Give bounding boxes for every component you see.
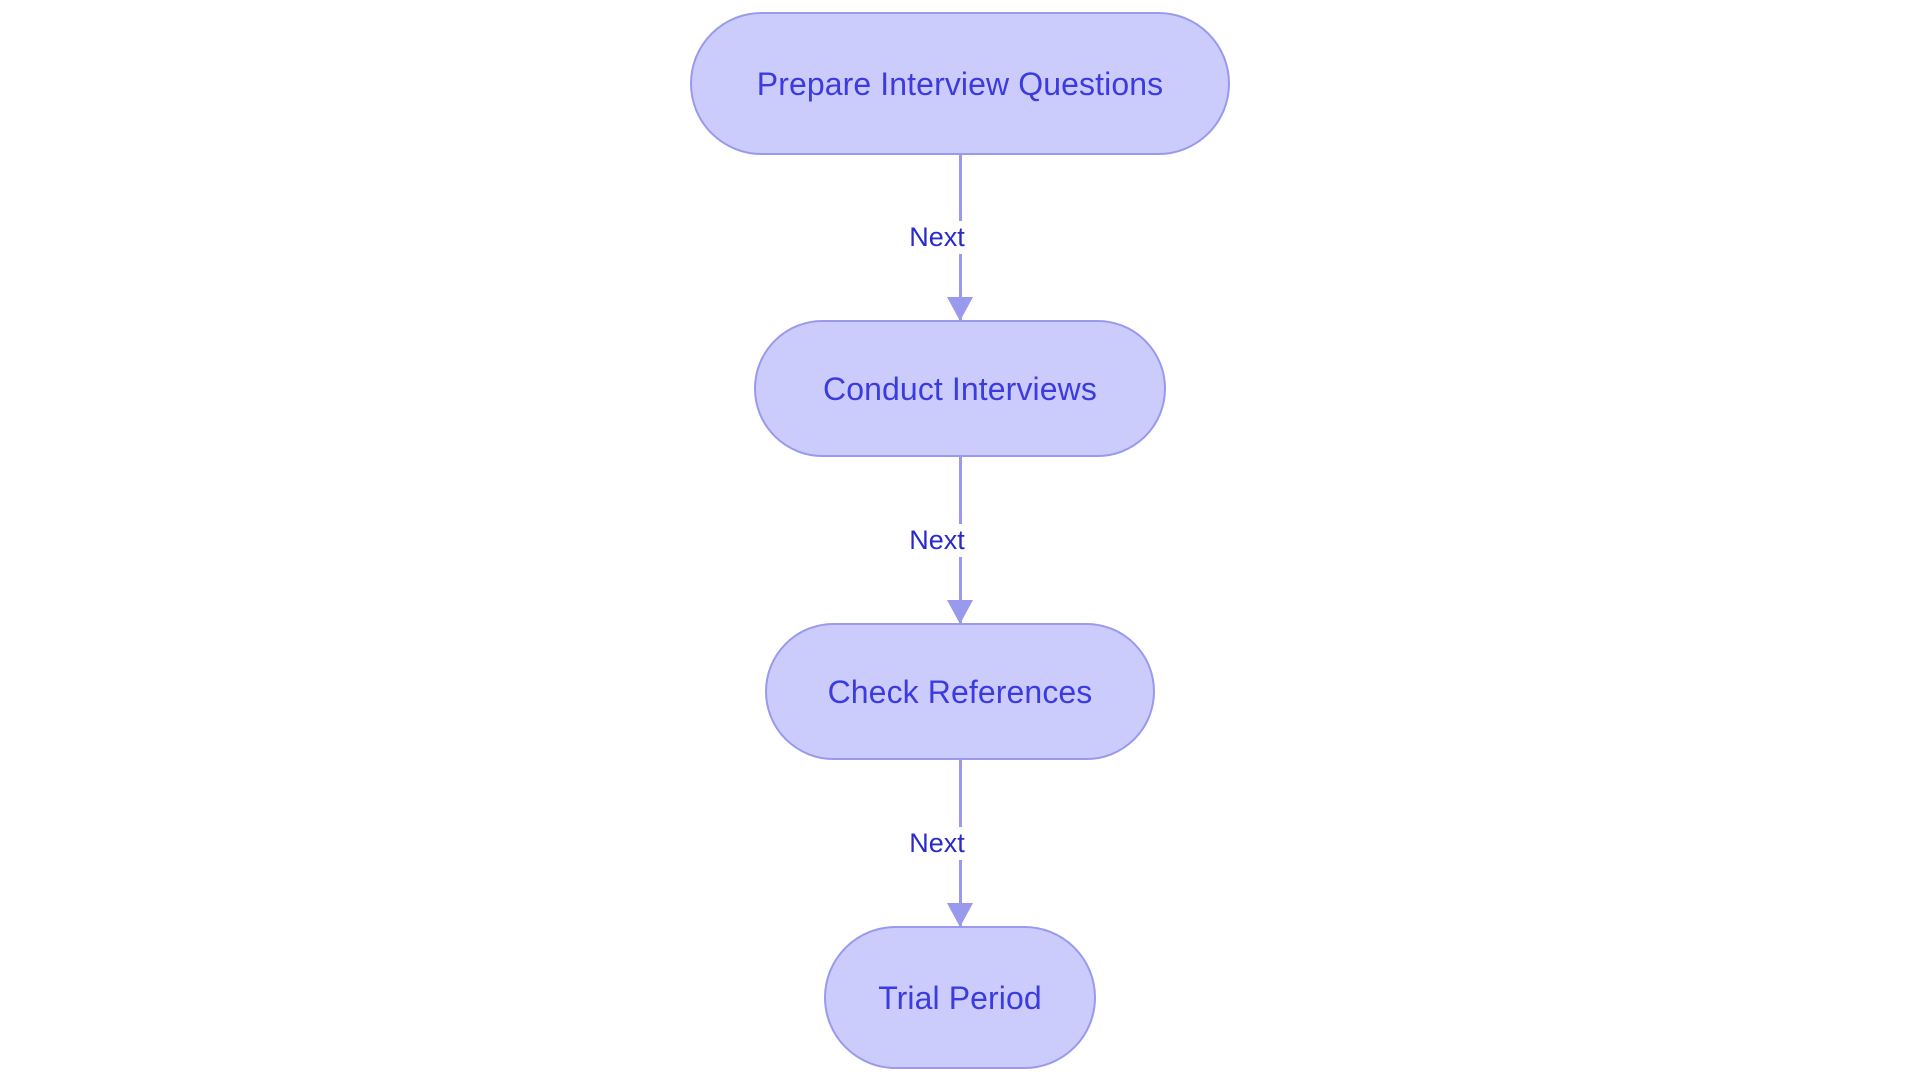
arrow-down-icon (947, 903, 973, 927)
flow-node-check-references[interactable]: Check References (765, 623, 1155, 760)
flow-node-conduct-interviews[interactable]: Conduct Interviews (754, 320, 1166, 457)
flow-node-label: Conduct Interviews (823, 370, 1097, 407)
arrow-down-icon (947, 297, 973, 321)
flow-node-label: Trial Period (878, 979, 1042, 1016)
flow-node-prepare-interview-questions[interactable]: Prepare Interview Questions (690, 12, 1230, 155)
flow-edge-label: Next (905, 523, 971, 557)
flow-edge-3: Next (830, 760, 1090, 927)
flow-node-trial-period[interactable]: Trial Period (824, 926, 1096, 1069)
flow-node-label: Check References (827, 673, 1093, 710)
flow-edge-label: Next (905, 221, 971, 254)
flow-edge-2: Next (830, 457, 1090, 624)
flow-edge-1: Next (830, 155, 1090, 321)
flow-edge-label: Next (905, 826, 971, 860)
arrow-down-icon (947, 600, 973, 624)
flow-node-label: Prepare Interview Questions (756, 65, 1164, 102)
